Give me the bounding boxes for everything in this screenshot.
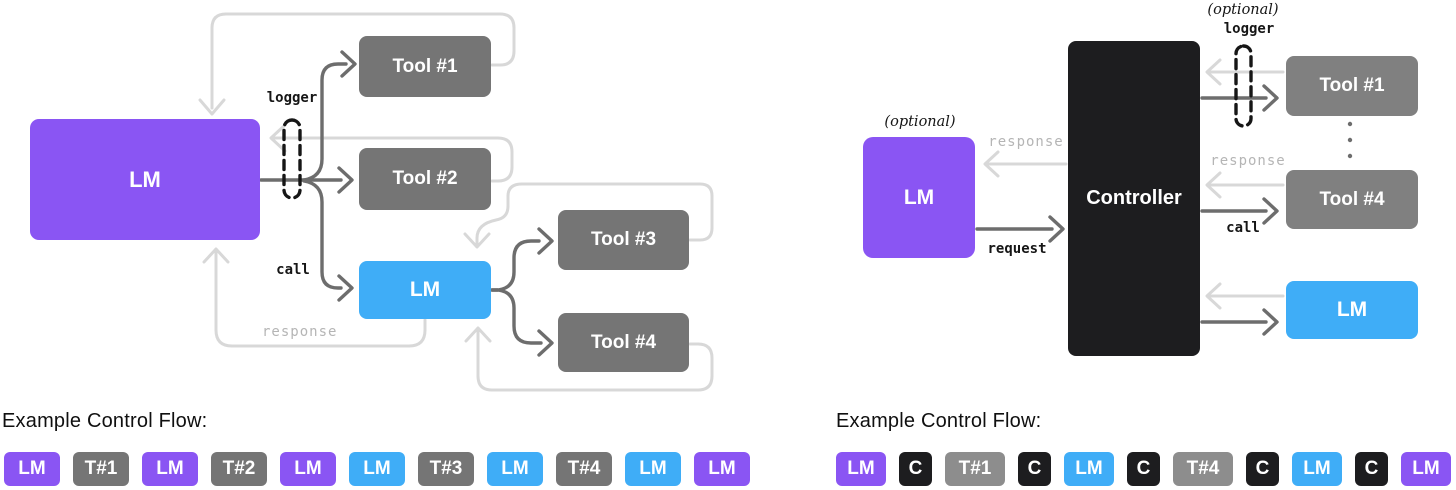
arrowhead-rtool4-return	[1205, 171, 1222, 199]
right-optional-lm-label: (optional)	[884, 114, 956, 130]
flow-chip: LM	[487, 452, 543, 486]
left-tool1-node: Tool #1	[359, 36, 491, 97]
right-flow-heading: Example Control Flow:	[836, 410, 1042, 432]
arrow-lm-call-tool1	[302, 62, 348, 182]
arrow-lm2-call-tool3	[490, 239, 541, 292]
arrowhead-tool4-return	[464, 326, 492, 343]
arrowhead-lm2-response	[202, 247, 230, 264]
right-lm2-node: LM	[1286, 281, 1418, 339]
flow-chip: T#4	[1173, 452, 1233, 486]
right-response-lm-label: response	[988, 134, 1064, 150]
right-optional-logger-label: (optional)	[1207, 2, 1279, 18]
flow-chip: LM	[280, 452, 336, 486]
right-controller-node: Controller	[1068, 41, 1200, 356]
arrowhead-controller-call-lm2	[1262, 308, 1279, 336]
arrowhead-tool1-return	[198, 98, 226, 116]
arrow-tool3-return	[475, 182, 714, 248]
flow-chip: T#1	[73, 452, 129, 486]
arrowhead-controller-response-lm	[983, 150, 1000, 178]
arrowhead-lm2-call-tool3	[537, 227, 554, 255]
arrow-lm-call-lm2	[302, 179, 343, 290]
logger-gate-right	[1234, 44, 1253, 128]
flow-chip: LM	[836, 452, 886, 486]
flow-chip: C	[1018, 452, 1051, 486]
left-tool2-node: Tool #2	[359, 148, 491, 210]
arrowhead-tool2-return	[269, 123, 287, 153]
tools-ellipsis-dots	[1347, 121, 1353, 159]
logger-gate-left	[282, 118, 302, 200]
right-response-tools-label: response	[1210, 153, 1286, 169]
left-tool3-node: Tool #3	[558, 210, 689, 270]
left-flow-heading: Example Control Flow:	[2, 410, 208, 432]
left-tool4-node: Tool #4	[558, 313, 689, 372]
right-tool1-node: Tool #1	[1286, 56, 1418, 116]
arrow-tool1-return	[210, 12, 516, 110]
arrow-lm2-response	[214, 249, 427, 348]
flow-chip: T#2	[211, 452, 267, 486]
arrowhead-lm-call-tool2	[337, 166, 354, 194]
flow-chip: LM	[625, 452, 681, 486]
left-lm-node: LM	[30, 119, 260, 240]
flow-chip: T#4	[556, 452, 612, 486]
arrow-tool2-return	[270, 136, 514, 183]
left-response-label: response	[262, 324, 338, 340]
right-tool4-node: Tool #4	[1286, 170, 1418, 229]
flow-chip: C	[1355, 452, 1388, 486]
arrowhead-lm2-call-tool4	[537, 329, 554, 357]
arrowhead-rlm2-return	[1205, 282, 1222, 310]
flow-chip: LM	[1292, 452, 1342, 486]
flow-chip: LM	[349, 452, 405, 486]
flow-chip: LM	[1064, 452, 1114, 486]
arrowhead-controller-call-tool1	[1262, 84, 1279, 112]
left-logger-label: logger	[266, 90, 318, 106]
flow-chip: T#1	[945, 452, 1005, 486]
arrow-tool4-return	[476, 328, 714, 392]
call-arrows-group	[259, 50, 1279, 357]
flow-chip: C	[899, 452, 932, 486]
flow-chip: LM	[142, 452, 198, 486]
arrowhead-tool3-return	[463, 232, 491, 249]
left-call-label: call	[276, 262, 310, 278]
flow-chip: LM	[1401, 452, 1451, 486]
arrowhead-lm-call-tool1	[340, 50, 357, 78]
right-lm-node: LM	[863, 137, 975, 258]
left-lm2-node: LM	[359, 261, 491, 319]
flow-chip: LM	[694, 452, 750, 486]
arrowhead-lm-call-lm2	[337, 274, 354, 302]
arrowhead-controller-call-tool4	[1262, 197, 1279, 225]
left-flow-chip-row: LM T#1 LM T#2 LM LM T#3 LM T#4 LM LM	[4, 452, 750, 486]
right-request-label: request	[987, 241, 1047, 257]
flow-chip: C	[1246, 452, 1279, 486]
right-logger-label: logger	[1223, 21, 1275, 37]
flow-chip: C	[1127, 452, 1160, 486]
response-arrows-group	[198, 12, 1285, 392]
arrowhead-rtool1-return	[1205, 58, 1222, 86]
flow-chip: T#3	[418, 452, 474, 486]
right-flow-chip-row: LM C T#1 C LM C T#4 C LM C LM	[836, 452, 1451, 486]
arrow-lm2-call-tool4	[490, 288, 543, 345]
right-call-label: call	[1226, 220, 1260, 236]
flow-chip: LM	[4, 452, 60, 486]
arrowhead-lm-request	[1048, 215, 1065, 243]
